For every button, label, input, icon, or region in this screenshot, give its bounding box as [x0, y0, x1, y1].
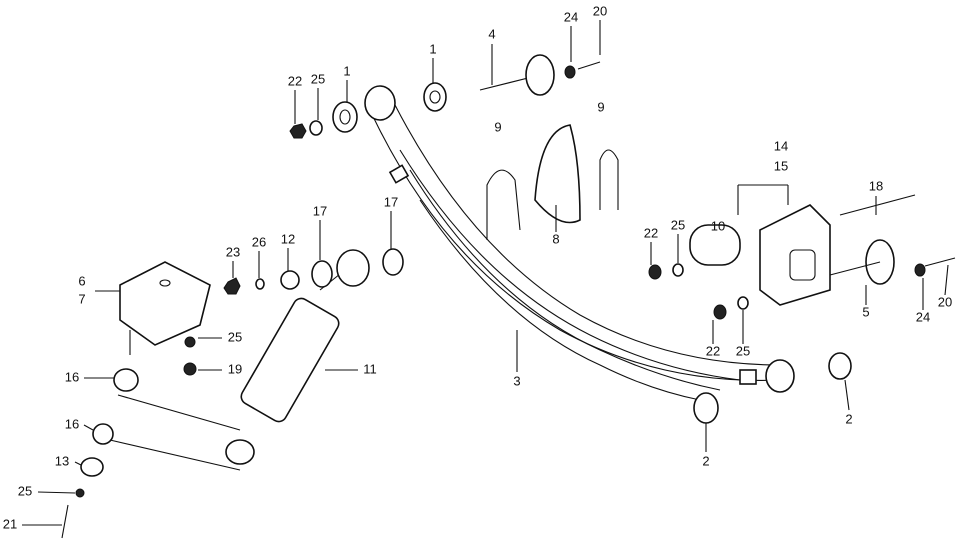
callout-7: 7: [78, 291, 85, 306]
callout-25: 25: [311, 71, 325, 86]
callout-25: 25: [228, 329, 242, 344]
callout-6: 6: [78, 273, 85, 288]
callout-22: 22: [706, 343, 720, 358]
callout-labels: 20 24 4 1 1 22 25 9 9 14 15 18 10 22 25 …: [3, 3, 952, 531]
callout-17: 17: [384, 194, 398, 209]
callout-1: 1: [343, 63, 350, 78]
callout-19: 19: [228, 361, 242, 376]
callout-16: 16: [65, 416, 79, 431]
callout-25: 25: [18, 483, 32, 498]
callout-17: 17: [313, 203, 327, 218]
shackle-pin: [479, 54, 601, 96]
callout-9: 9: [494, 119, 501, 134]
bushings: [289, 82, 852, 424]
callout-12: 12: [281, 231, 295, 246]
callout-10: 10: [711, 218, 725, 233]
callout-14: 14: [774, 138, 788, 153]
callout-11: 11: [363, 361, 377, 376]
callout-3: 3: [513, 373, 520, 388]
callout-22: 22: [644, 225, 658, 240]
callout-25: 25: [671, 217, 685, 232]
callout-22: 22: [288, 73, 302, 88]
callout-1: 1: [429, 41, 436, 56]
shock-absorber: [223, 248, 404, 465]
shock-mount-bracket: [61, 261, 241, 539]
callout-8: 8: [552, 231, 559, 246]
spring-hanger: [648, 184, 956, 320]
callout-26: 26: [252, 234, 266, 249]
callout-2: 2: [702, 453, 709, 468]
leader-lines: [22, 20, 949, 526]
callout-13: 13: [55, 453, 69, 468]
callout-9: 9: [597, 99, 604, 114]
callout-23: 23: [226, 244, 240, 259]
leaf-spring: [364, 85, 795, 401]
callout-24: 24: [916, 309, 930, 324]
u-bolts: [486, 124, 619, 240]
callout-5: 5: [862, 304, 869, 319]
callout-21: 21: [3, 516, 17, 531]
callout-25: 25: [736, 343, 750, 358]
callout-18: 18: [869, 178, 883, 193]
callout-20: 20: [938, 294, 952, 309]
callout-20: 20: [593, 3, 607, 18]
callout-4: 4: [488, 26, 495, 41]
callout-15: 15: [774, 158, 788, 173]
callout-16: 16: [65, 369, 79, 384]
callout-2: 2: [845, 411, 852, 426]
callout-24: 24: [564, 9, 578, 24]
